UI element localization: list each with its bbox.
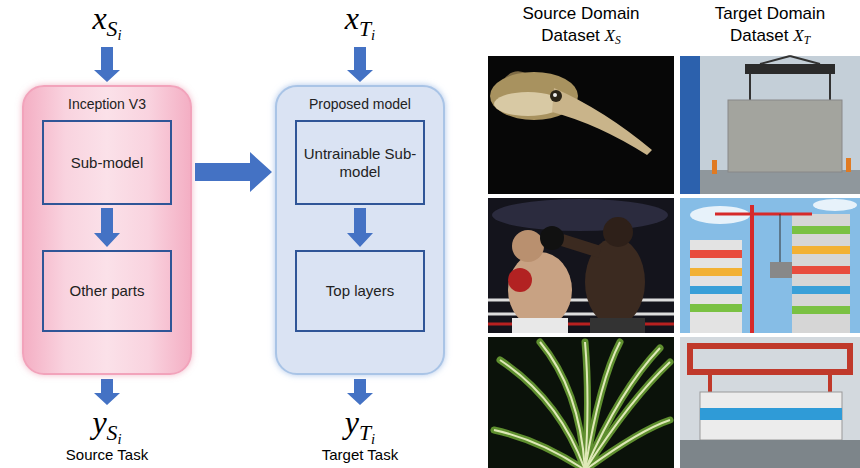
construction-photo-shape	[690, 346, 850, 372]
column-header: Target Domain Dataset XT	[695, 3, 845, 47]
construction-photo-shape	[690, 240, 742, 333]
boxing-photo-shape	[512, 318, 568, 333]
plant-photo-shape-shape	[494, 430, 585, 468]
construction-photo-shape	[745, 64, 835, 74]
construction-photo	[680, 198, 860, 333]
flow-arrow	[347, 208, 373, 247]
construction-photo	[680, 337, 860, 468]
block-arrow	[94, 379, 120, 405]
construction-photo-shape	[680, 337, 860, 468]
construction-photo-shape	[690, 304, 742, 312]
box-text: Other parts	[69, 282, 144, 300]
construction-photo-shape	[680, 56, 860, 194]
input-symbol: xTi	[345, 2, 375, 43]
construction-photo-shape	[829, 74, 831, 100]
panel-title: Inception V3	[24, 96, 190, 113]
block-arrow	[94, 47, 120, 82]
plant-photo-shape-shape	[585, 348, 660, 468]
construction-photo	[680, 56, 860, 194]
construction-photo-shape	[780, 214, 781, 262]
fish-photo-shape	[550, 90, 562, 102]
construction-photo-shape	[813, 199, 857, 211]
plant-photo-shape-shape	[585, 348, 660, 468]
flow-arrow	[94, 208, 120, 247]
construction-photo-shape	[846, 158, 851, 172]
fish-photo-shape	[553, 93, 557, 97]
input-symbol: xSi	[92, 2, 121, 43]
construction-photo-shape	[690, 250, 742, 258]
task-label: Source Task	[66, 446, 148, 464]
construction-photo-shape	[690, 268, 742, 276]
construction-photo-shape	[792, 306, 850, 314]
fish-photo	[488, 56, 674, 194]
boxing-photo-shape	[540, 226, 564, 250]
construction-photo-shape	[700, 392, 842, 440]
boxing-photo-shape	[603, 217, 633, 247]
construction-photo-shape	[680, 198, 860, 333]
construction-photo-shape	[792, 246, 850, 254]
construction-photo-shape	[770, 262, 792, 278]
panel-title: Proposed model	[277, 96, 443, 113]
plant-photo-shape-shape	[585, 362, 670, 468]
plant-photo-shape-shape	[585, 342, 588, 468]
block-arrow	[347, 47, 373, 82]
construction-photo-shape	[749, 74, 751, 100]
construction-photo-shape	[792, 266, 850, 274]
column-header: Source Domain Dataset XS	[506, 3, 656, 47]
boxing-photo-shape	[488, 198, 674, 333]
fish-photo-shape	[552, 88, 652, 155]
boxing-photo-shape	[508, 252, 572, 328]
construction-photo-shape	[750, 205, 754, 333]
process-box: Untrainable Sub-model	[295, 120, 425, 205]
process-box: Other parts	[42, 250, 172, 332]
construction-photo-shape	[792, 286, 850, 294]
construction-photo-shape	[690, 286, 742, 294]
plant-photo	[488, 337, 674, 468]
construction-photo-shape	[680, 440, 860, 468]
construction-photo-shape	[760, 56, 790, 64]
block-arrow	[347, 379, 373, 405]
construction-photo-shape	[680, 170, 860, 194]
box-text: Top layers	[326, 282, 394, 300]
construction-photo-shape	[708, 372, 712, 392]
construction-photo-shape	[792, 226, 850, 234]
box-text: Untrainable Sub-model	[301, 145, 419, 181]
plant-photo-shape	[494, 342, 670, 468]
construction-photo-shape	[792, 214, 850, 333]
construction-photo-shape	[728, 100, 842, 172]
boxing-photo-shape	[562, 240, 600, 252]
output-symbol: ySi	[92, 406, 121, 447]
construction-photo-shape	[712, 160, 717, 174]
boxing-photo-shape	[512, 230, 544, 262]
construction-photo-shape	[828, 372, 832, 392]
flow-arrow	[195, 152, 272, 192]
boxing-photo	[488, 198, 674, 333]
task-label: Target Task	[322, 446, 398, 464]
construction-photo-shape	[715, 213, 812, 216]
plant-photo-shape-shape	[500, 360, 585, 468]
plant-photo-shape	[494, 342, 670, 468]
construction-photo-shape	[680, 56, 700, 194]
boxing-photo-shape	[492, 199, 668, 231]
output-symbol: yTi	[345, 406, 375, 447]
boxing-photo-shape	[508, 268, 532, 292]
plant-photo-shape-shape	[585, 362, 670, 468]
construction-photo-shape	[790, 56, 820, 64]
plant-photo-shape-shape	[500, 360, 585, 468]
boxing-photo-shape	[590, 318, 645, 333]
plant-photo-shape-shape	[494, 430, 585, 468]
box-text: Sub-model	[71, 154, 144, 172]
process-box: Top layers	[295, 250, 425, 332]
process-box: Sub-model	[42, 120, 172, 205]
construction-photo-shape	[700, 408, 842, 420]
plant-photo-shape-shape	[585, 342, 588, 468]
fish-photo-shape	[488, 56, 674, 194]
